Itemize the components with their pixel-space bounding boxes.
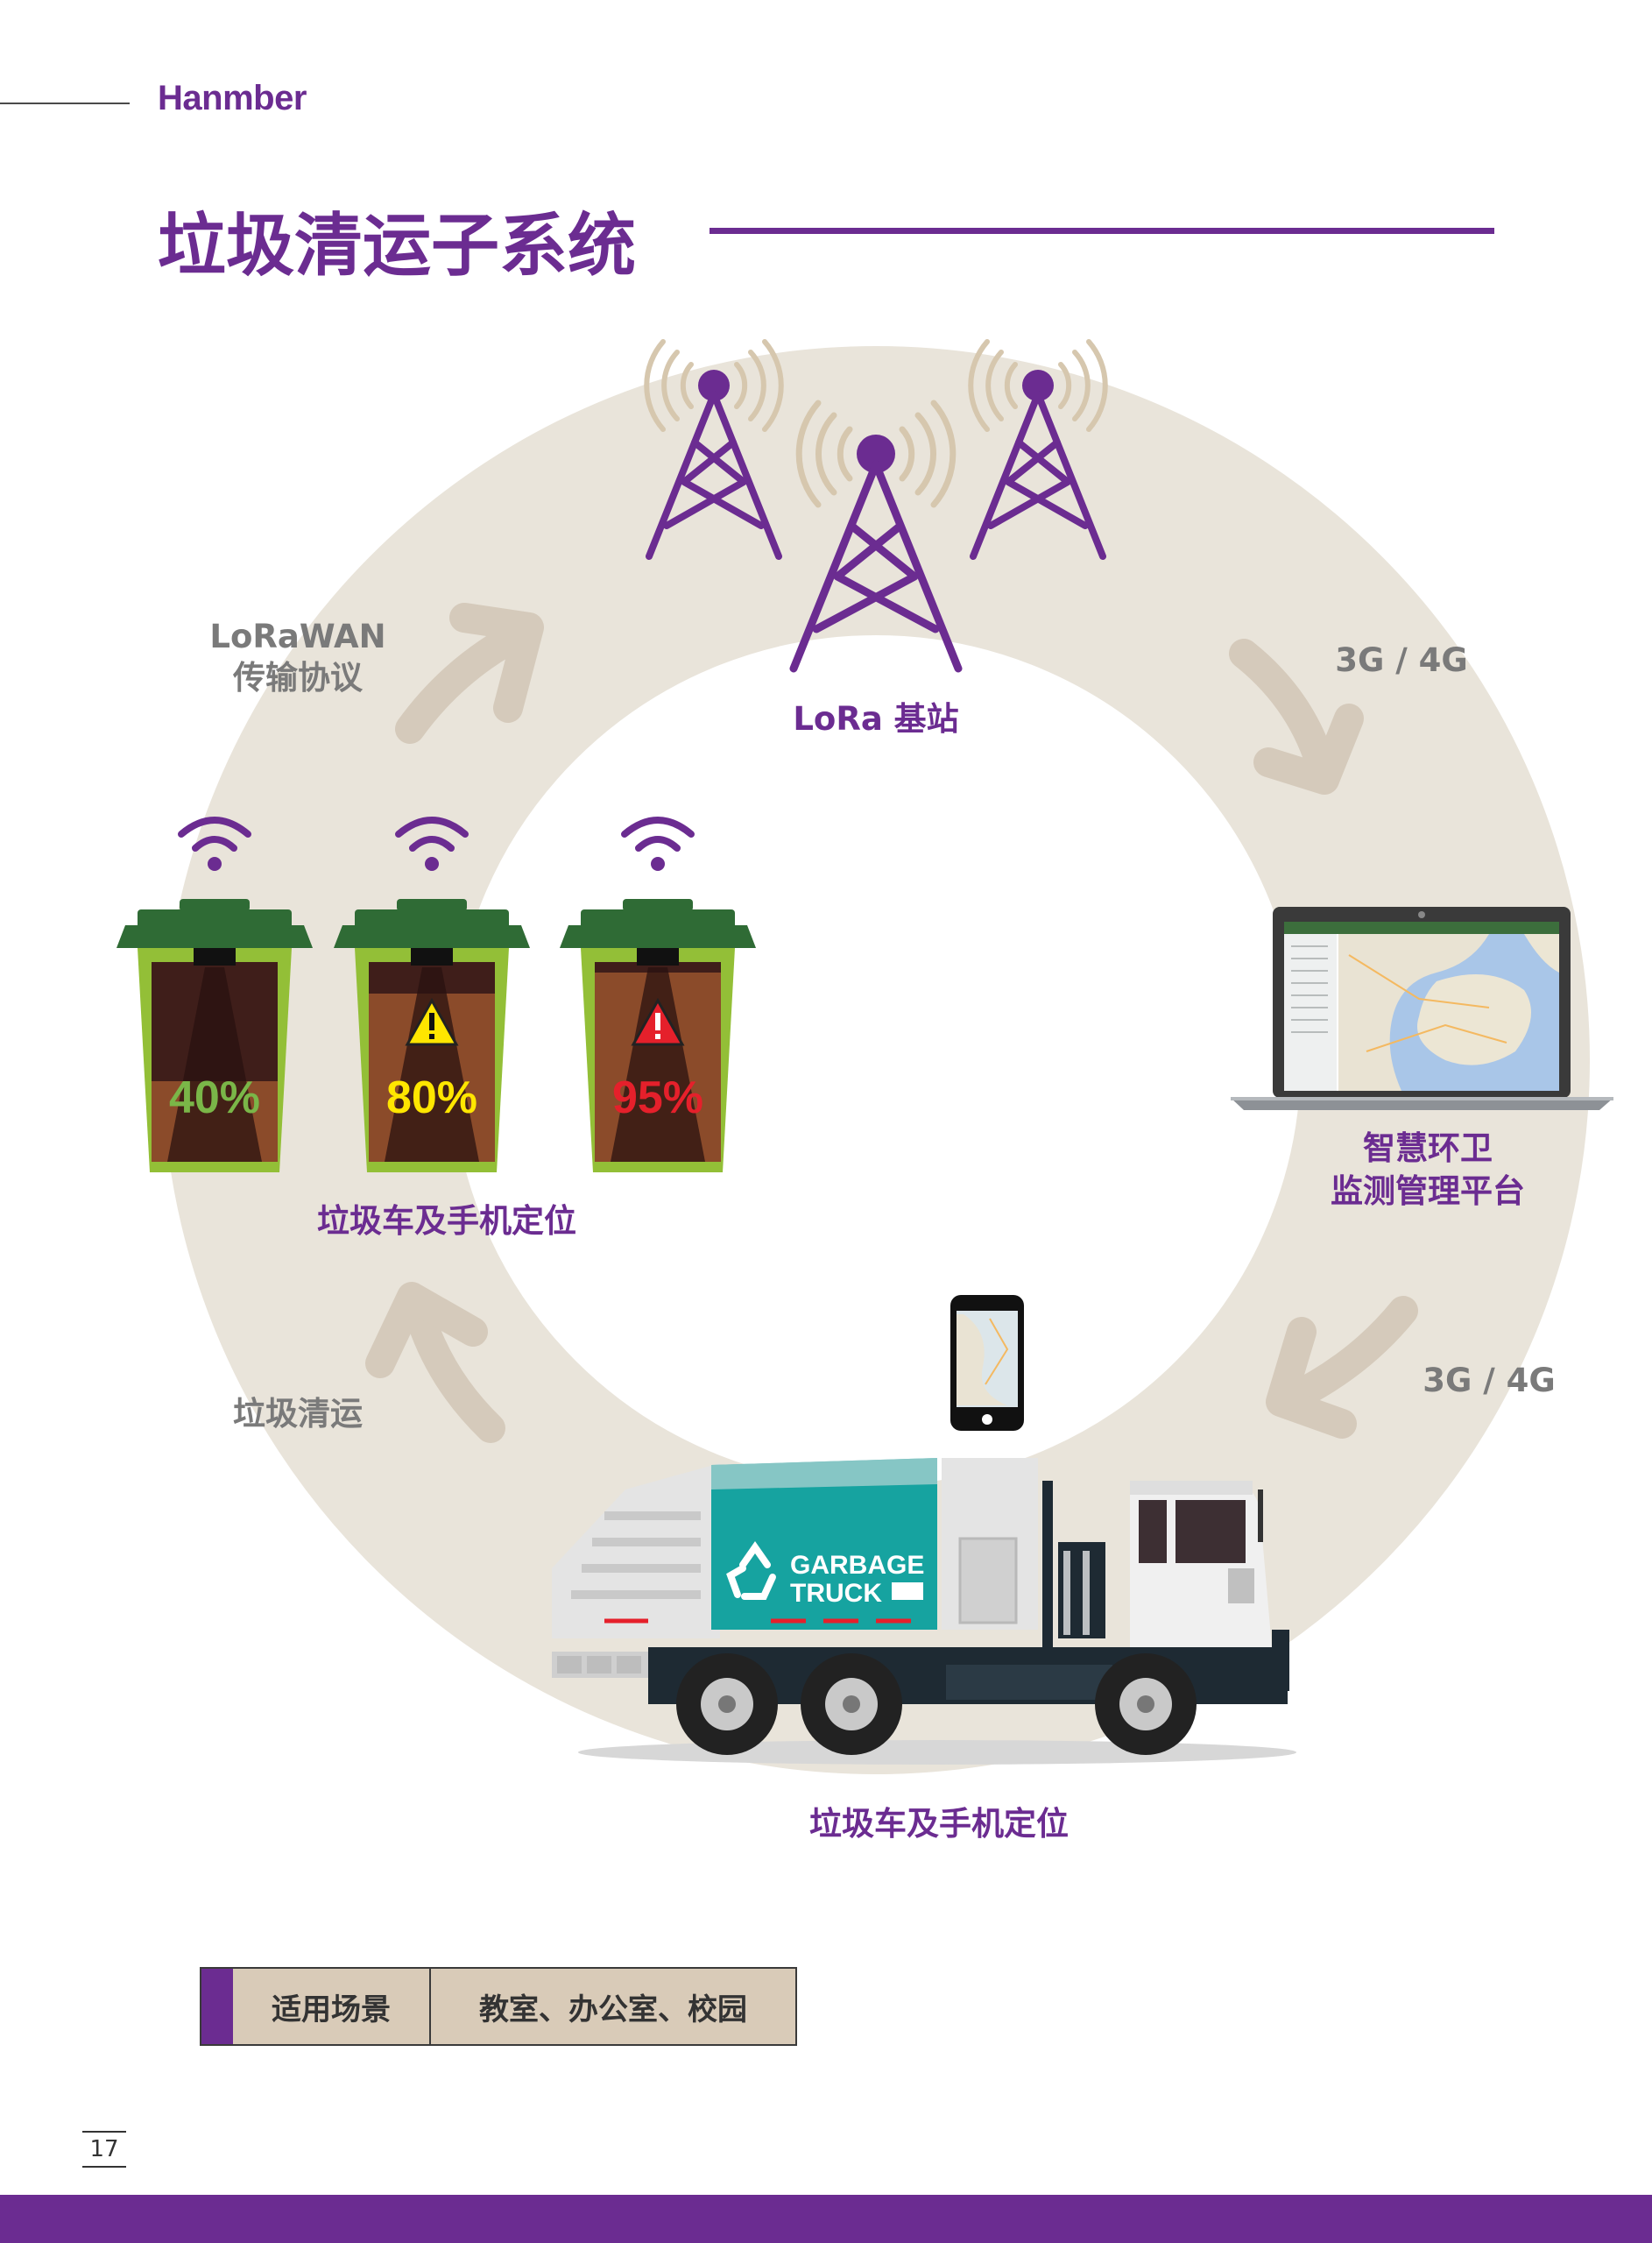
truck-wheel bbox=[801, 1653, 902, 1755]
laptop-platform-icon bbox=[1231, 907, 1613, 1110]
flow-arrow-lorawan bbox=[395, 603, 544, 744]
antenna-tower-icon bbox=[968, 339, 1108, 560]
brand-logo: Hanmber bbox=[158, 79, 307, 117]
label-network-top: 3G / 4G bbox=[1335, 641, 1468, 679]
flow-arrow-network-bottom bbox=[1266, 1296, 1418, 1439]
label-lorawan: LoRaWAN 传输协议 bbox=[209, 618, 386, 697]
label-truck: 垃圾车及手机定位 bbox=[809, 1805, 1069, 1843]
trash-bin-icon: 80% bbox=[334, 817, 530, 1172]
wifi-icon bbox=[395, 817, 469, 871]
truck-text: TRUCK bbox=[790, 1579, 882, 1608]
antenna-tower-icon bbox=[789, 400, 963, 673]
scenario-table: 适用场景 教室、办公室、校园 bbox=[200, 1967, 797, 2046]
brand-rule bbox=[0, 103, 130, 104]
flow-arrow-network-top bbox=[1229, 639, 1364, 795]
flow-arrow-cleaning bbox=[365, 1282, 505, 1443]
truck-wheel bbox=[1095, 1653, 1197, 1755]
page-title: 垃圾清运子系统 bbox=[158, 207, 637, 286]
page-number: 17 bbox=[82, 2131, 126, 2168]
smartphone-map-icon bbox=[950, 1295, 1024, 1431]
bin-fill-text: 40% bbox=[169, 1072, 260, 1123]
label-bins: 垃圾车及手机定位 bbox=[317, 1202, 576, 1240]
label-cleaning: 垃圾清运 bbox=[233, 1395, 363, 1433]
bin-fill-text: 80% bbox=[386, 1072, 477, 1123]
footer-bar bbox=[0, 2195, 1652, 2243]
label-lora-station: LoRa 基站 bbox=[793, 700, 959, 738]
title-rule bbox=[710, 228, 1494, 234]
truck-wheel bbox=[676, 1653, 778, 1755]
label-platform: 智慧环卫 监测管理平台 bbox=[1331, 1129, 1525, 1210]
label-network-bottom: 3G / 4G bbox=[1423, 1362, 1556, 1399]
antenna-tower-icon bbox=[644, 339, 784, 560]
trash-bin-icon: 95% bbox=[560, 817, 756, 1172]
garbage-truck-icon: GARBAGE TRUCK bbox=[552, 1458, 1296, 1765]
warning-icon bbox=[631, 997, 685, 1046]
trash-bin-icon: 40% bbox=[116, 817, 313, 1172]
scenario-key: 适用场景 bbox=[233, 1969, 431, 2044]
scenario-accent bbox=[201, 1969, 233, 2044]
bin-fill-text: 95% bbox=[612, 1072, 703, 1123]
scenario-value: 教室、办公室、校园 bbox=[479, 1992, 747, 2027]
wifi-icon bbox=[621, 817, 695, 871]
warning-icon bbox=[405, 997, 459, 1046]
wifi-icon bbox=[178, 817, 251, 871]
truck-text: GARBAGE bbox=[790, 1551, 924, 1580]
recycle-icon bbox=[726, 1541, 776, 1600]
